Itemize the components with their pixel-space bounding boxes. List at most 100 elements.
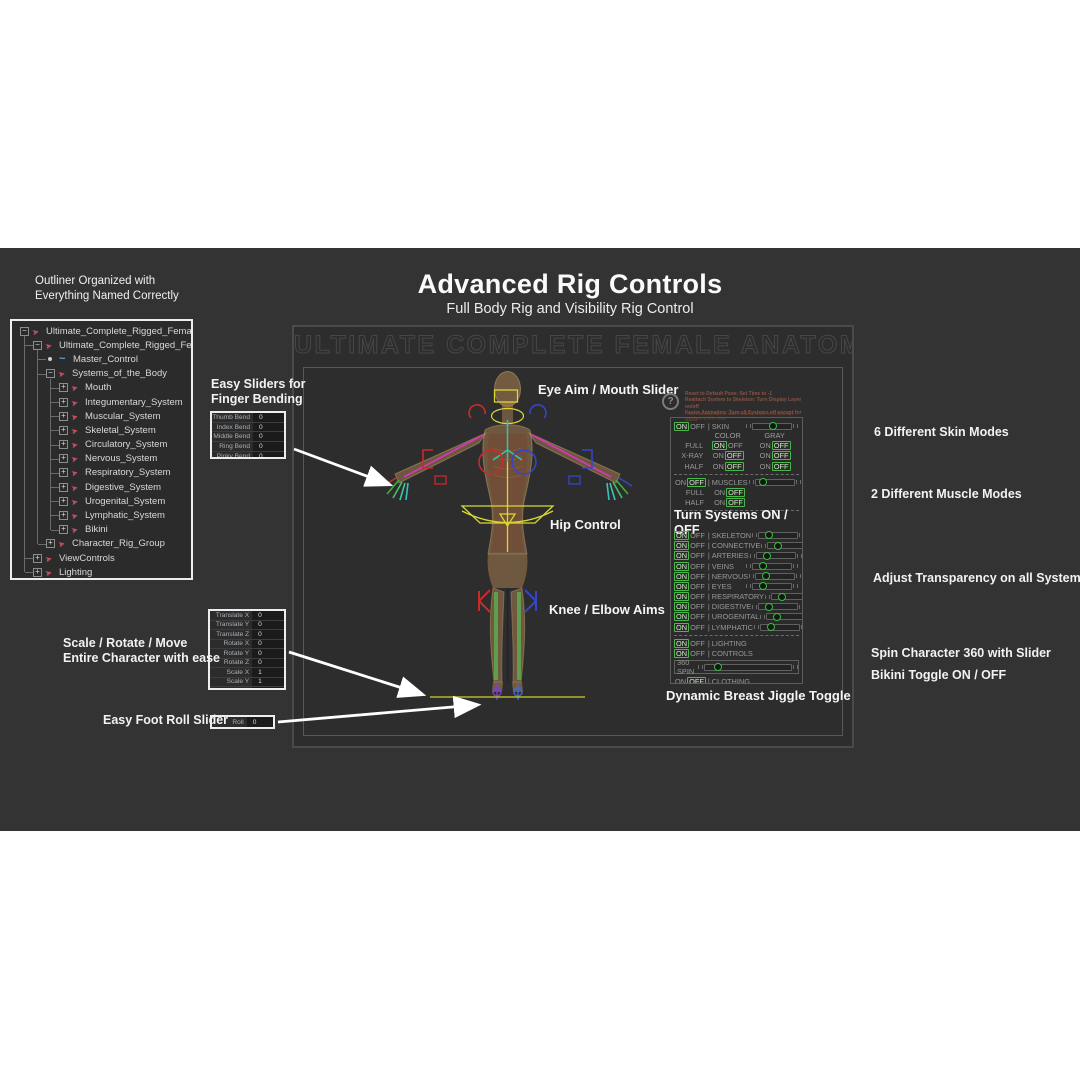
toggle-on[interactable]: ON [714,498,726,507]
slider-groove[interactable] [752,562,792,571]
right-arm-control[interactable] [531,434,612,478]
toggle-on[interactable]: ON [759,441,771,451]
outliner-item-skeletal-system[interactable]: +➤Skeletal_System [12,423,191,437]
expand-toggle-icon[interactable]: + [59,511,68,521]
mini-slider[interactable] [764,592,802,601]
outliner-item-urogenital-system[interactable]: +➤Urogenital_System [12,494,191,508]
toggle-off[interactable]: OFF [771,451,791,461]
slider-groove[interactable] [766,612,802,621]
mini-slider[interactable] [751,602,802,611]
slider-knob[interactable] [767,623,776,632]
toggle-off[interactable]: OFF [727,441,743,451]
slider-groove[interactable] [704,663,793,672]
slider-knob[interactable] [713,663,722,672]
outliner-item-bikini[interactable]: +➤Bikini [12,523,191,537]
mini-slider[interactable] [697,663,799,672]
left-elbow-bracket[interactable] [422,449,433,469]
toggle-on[interactable]: ON [674,561,690,571]
toggle-off[interactable]: OFF [690,530,705,540]
slider-groove[interactable] [767,541,802,550]
toggle-on[interactable]: ON [759,461,771,471]
left-chest-control[interactable] [478,449,504,475]
slider-groove[interactable] [755,572,796,581]
right-knee-aim[interactable] [524,589,537,613]
expand-toggle-icon[interactable]: + [59,525,68,535]
channel-value-field[interactable]: 0 [252,611,284,620]
toggle-on[interactable]: ON [712,451,724,461]
right-wrist-box[interactable] [568,475,581,485]
outliner-item-character-rig-group[interactable]: +➤Character_Rig_Group [12,537,191,551]
right-chest-control[interactable] [511,449,537,475]
toggle-off[interactable]: OFF [724,451,744,461]
toggle-on[interactable]: ON [674,421,690,431]
channel-value-field[interactable]: 0 [252,649,284,658]
toggle-off[interactable]: OFF [687,677,706,684]
right-leg-control[interactable] [517,592,521,680]
toggle-on[interactable]: ON [711,441,727,451]
toggle-on[interactable]: ON [674,622,690,632]
outliner-item-respiratory-system[interactable]: +➤Respiratory_System [12,466,191,480]
channel-value-field[interactable]: 0 [253,413,284,422]
right-shoulder-arc[interactable] [529,404,547,419]
outliner-item-circulatory-system[interactable]: +➤Circulatory_System [12,438,191,452]
slider-groove[interactable] [755,551,796,560]
expand-toggle-icon[interactable]: + [59,383,68,393]
outliner-item-ultimate-complete-rigged-female[interactable]: −➤Ultimate_Complete_Rigged_Female [12,324,191,338]
toggle-on[interactable]: ON [712,461,724,471]
toggle-off[interactable]: OFF [690,602,705,612]
expand-toggle-icon[interactable]: + [59,440,68,450]
expand-toggle-icon[interactable]: + [59,482,68,492]
expand-toggle-icon[interactable]: + [33,553,42,563]
toggle-off[interactable]: OFF [690,622,705,632]
toggle-on[interactable]: ON [674,648,690,658]
toggle-off[interactable]: OFF [690,638,705,648]
toggle-on[interactable]: ON [759,451,771,461]
slider-groove[interactable] [758,602,799,611]
left-arm-control[interactable] [403,434,484,478]
mini-slider[interactable] [748,572,802,581]
toggle-off[interactable]: OFF [690,581,705,591]
toggle-off[interactable]: OFF [690,592,705,602]
expand-toggle-icon[interactable]: + [59,454,68,464]
outliner-item-viewcontrols[interactable]: +➤ViewControls [12,551,191,565]
outliner-item-lighting[interactable]: +➤Lighting [12,565,191,578]
outliner-item-muscular-system[interactable]: +➤Muscular_System [12,409,191,423]
toggle-on[interactable]: ON [675,677,687,684]
slider-groove[interactable] [770,592,802,601]
toggle-off[interactable]: OFF [687,477,706,487]
slider-knob[interactable] [773,612,782,621]
slider-knob[interactable] [762,572,771,581]
toggle-off[interactable]: OFF [690,551,705,561]
right-elbow-bracket[interactable] [582,449,593,469]
slider-knob[interactable] [759,562,768,571]
outliner-item-lymphatic-system[interactable]: +➤Lymphatic_System [12,508,191,522]
toggle-on[interactable]: ON [675,477,687,487]
channel-value-field[interactable]: 0 [253,422,284,432]
toggle-on[interactable]: ON [674,541,690,551]
toggle-off[interactable]: OFF [690,421,705,431]
channel-value-field[interactable]: 0 [252,639,284,648]
channel-value-field[interactable]: 1 [252,668,284,677]
toggle-off[interactable]: OFF [690,612,705,622]
channel-value-field[interactable]: 0 [252,630,284,639]
left-wrist-box[interactable] [434,475,447,485]
